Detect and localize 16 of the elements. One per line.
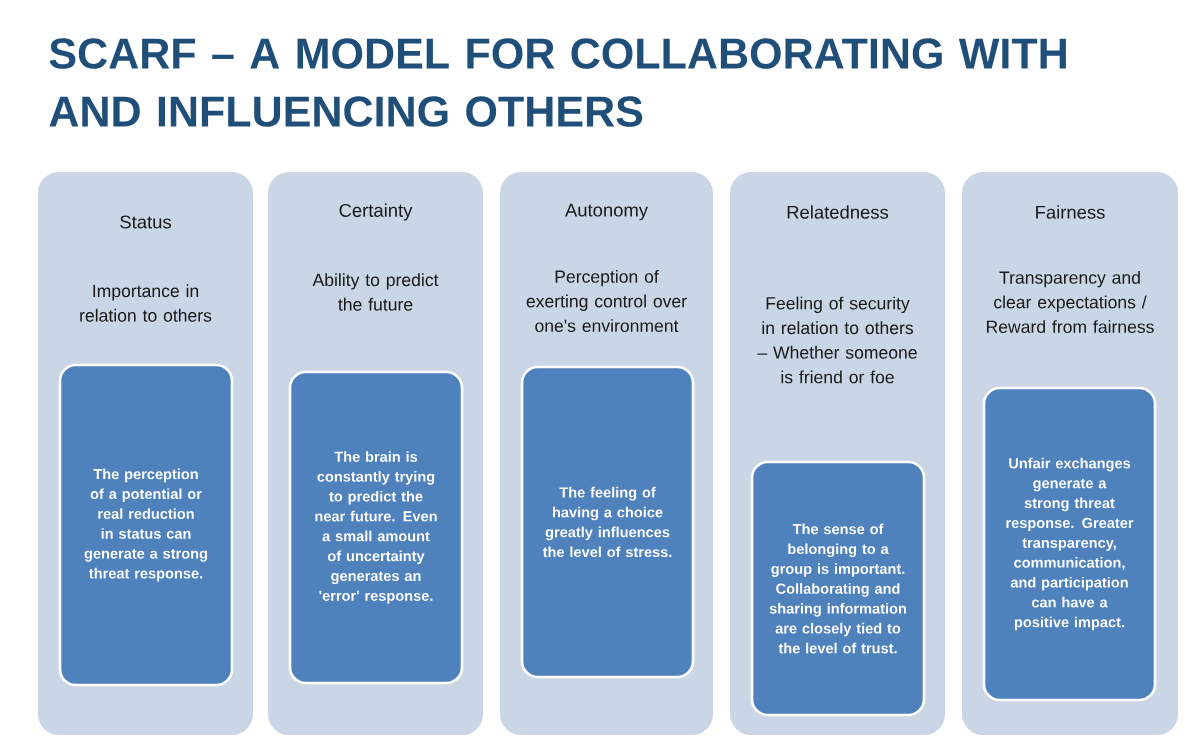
title: SCARF – A MODEL FOR COLLABORATING WITH AND INFLUENCING OTHERS [49, 38, 1066, 127]
description: Feeling of security in relation to others – Whether someone is friend or foe [757, 296, 917, 384]
description: Ability to predict the future [312, 273, 439, 311]
text-box: The feeling of having a choice greatly influences the level of stress. [520, 365, 695, 679]
description: Transparency and clear expectations / Reward from fairness [986, 270, 1154, 334]
text-box: Unfair exchanges generate a strong threat response. Greater transparency, communication, and participation can have a positive impact. [982, 386, 1157, 702]
description: Perception of exerting control over one's environment [526, 269, 687, 333]
heading: Certainty [339, 203, 413, 221]
heading: Status [120, 215, 171, 229]
heading: Autonomy [565, 203, 648, 221]
heading: Relatedness [787, 205, 889, 219]
text-box: The perception of a potential or real reduction in status can generate a strong threat response. [58, 363, 234, 687]
description: Importance in relation to others [80, 284, 212, 322]
text-box: The brain is constantly trying to predict the near future. Even a small amount of uncertainty generates an 'error' response. [288, 370, 464, 685]
heading: Fairness [1036, 205, 1105, 219]
text-box: The sense of belonging to a group is important. Collaborating and sharing information are closely tied to the level of trust. [750, 460, 926, 717]
